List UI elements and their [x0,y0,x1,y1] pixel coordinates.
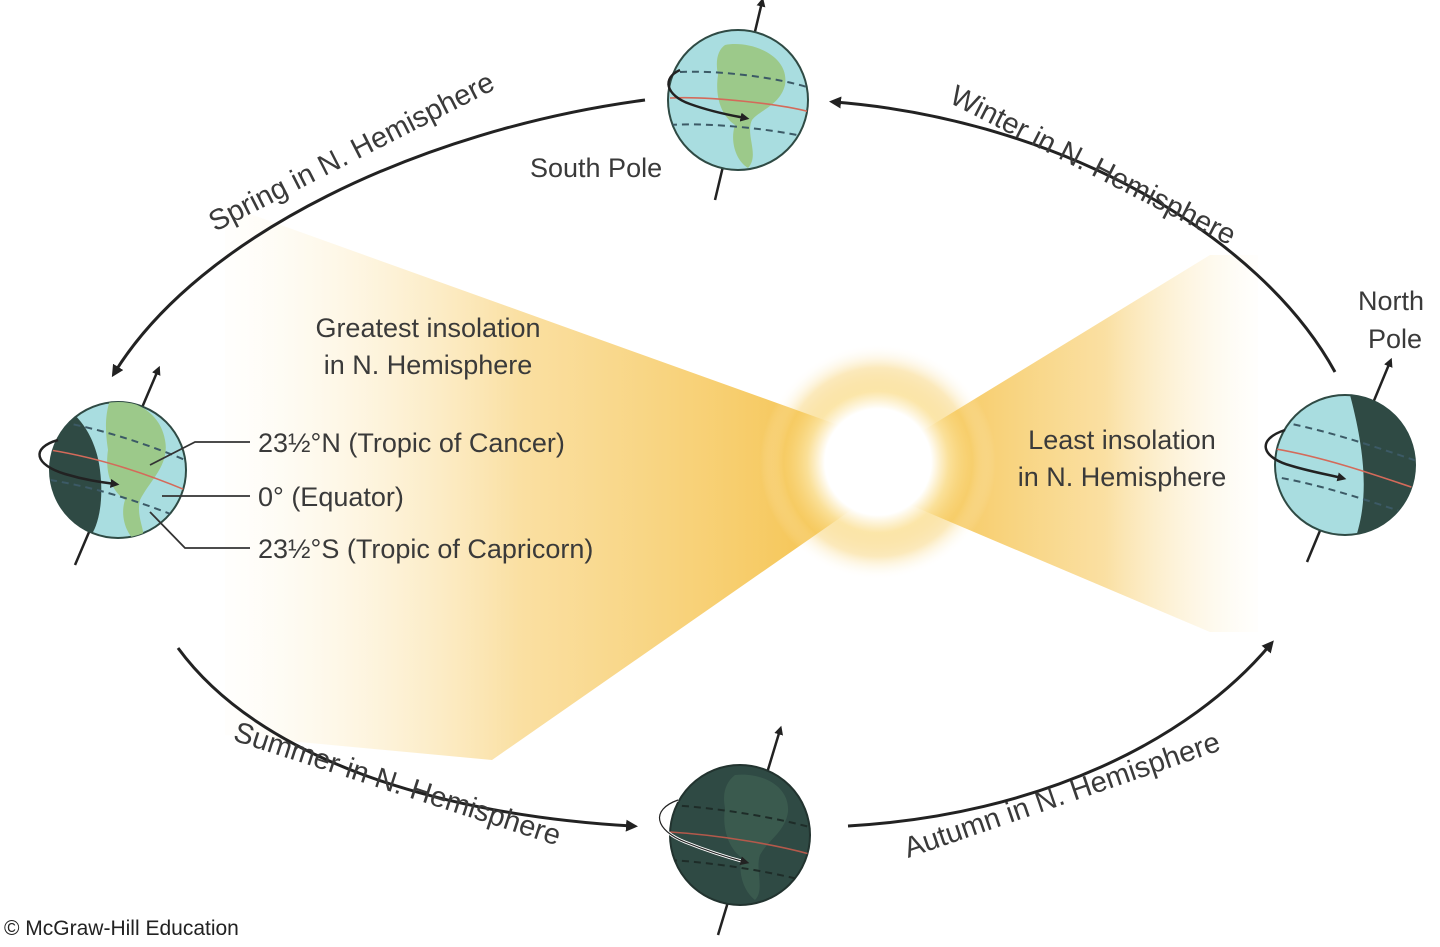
label-tropic-capricorn: 23½°S (Tropic of Capricorn) [258,534,593,564]
sun [760,344,996,580]
leader-capricorn [149,511,250,549]
earth-winter-solstice [1264,357,1416,563]
label-greatest-line1: Greatest insolation [315,313,540,343]
orbit-arrow-summer [176,647,638,832]
label-least-line2: in N. Hemisphere [1018,462,1227,492]
label-least-line1: Least insolation [1028,425,1216,455]
leader-cancer [149,441,250,466]
earth-spring-equinox [667,0,809,201]
orbit-arrow-winter [829,96,1337,373]
label-equator: 0° (Equator) [258,482,404,512]
least-insolation-beam [875,255,1258,632]
earth-autumn-equinox [658,725,811,936]
orbit-arrow-autumn [847,640,1274,828]
label-north-pole-1: North [1358,286,1424,316]
label-south-pole: South Pole [530,153,662,183]
orbit-arrow-spring [111,98,646,378]
earth-summer-solstice [38,365,250,566]
label-greatest-line2: in N. Hemisphere [324,350,533,380]
label-autumn: Autumn in N. Hemisphere [900,726,1224,864]
label-tropic-cancer: 23½°N (Tropic of Cancer) [258,428,565,458]
label-spring: Spring in N. Hemisphere [204,66,500,238]
greatest-insolation-beam [225,205,880,760]
label-north-pole-2: Pole [1368,324,1422,354]
label-winter: Winter in N. Hemisphere [945,80,1241,252]
copyright-text: © McGraw-Hill Education [4,917,239,940]
